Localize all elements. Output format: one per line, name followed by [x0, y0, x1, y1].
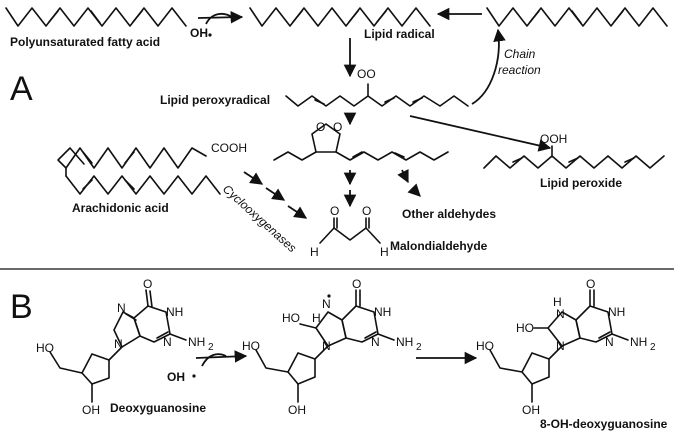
endoperoxide-structure	[273, 123, 449, 161]
pufa-structure	[5, 7, 187, 27]
dg-nh2-sub: 2	[208, 342, 214, 353]
label-8-oh-dg: 8-OH-deoxyguanosine	[540, 417, 668, 431]
label-other-aldehydes: Other aldehydes	[402, 207, 496, 221]
arrow-cox-1	[243, 171, 264, 185]
chain-top-right-structure	[486, 7, 668, 27]
p-o: O	[586, 277, 595, 291]
label-pufa: Polyunsaturated fatty acid	[10, 35, 160, 49]
panel-a-arrows	[197, 7, 552, 219]
arrow-dg-to-intermediate	[195, 350, 248, 363]
panel-b-letter: B	[10, 288, 33, 326]
label-lipid-radical: Lipid radical	[364, 27, 435, 41]
p-ho-8: HO	[516, 321, 534, 335]
oh-attack-curve	[205, 12, 233, 25]
dg-o: O	[143, 277, 152, 291]
int-h: H	[312, 311, 321, 325]
int-ho: HO	[242, 339, 260, 353]
panel-b-arrows	[195, 350, 478, 367]
arachidonic-acid-structure	[57, 147, 221, 195]
p-nh2: NH	[630, 335, 647, 349]
p-n9: N	[556, 339, 565, 353]
8-oh-dg-structure	[489, 289, 629, 403]
int-ho-8: HO	[282, 311, 300, 325]
label-arachidonic: Arachidonic acid	[72, 201, 169, 215]
peroxyradical-structure	[285, 83, 469, 107]
label-deoxyguanosine: Deoxyguanosine	[110, 401, 206, 415]
label-ring-o2: O	[333, 120, 342, 134]
label-ring-o1: O	[316, 120, 325, 134]
dg-n7: N	[117, 301, 126, 315]
int-nh2-sub: 2	[416, 342, 422, 353]
panel-a-letter: A	[10, 70, 33, 108]
label-ald-o2: O	[362, 204, 371, 218]
label-oh-radical-b: OH	[167, 370, 185, 384]
arrow-cox-2	[265, 187, 286, 201]
oh-attack-curve-b	[201, 353, 227, 367]
dg-oh: OH	[82, 403, 100, 417]
p-n7: N	[556, 307, 565, 321]
lipid-peroxide-structure	[483, 145, 665, 169]
arrow-cox-3	[287, 205, 308, 219]
p-nh7: H	[553, 295, 562, 309]
dg-nh: NH	[166, 305, 183, 319]
label-cyclooxygenases: Cyclooxygenases	[220, 182, 299, 255]
oh-radical-dot	[208, 33, 212, 37]
label-oo: OO	[357, 67, 376, 81]
n-radical-dot	[327, 294, 331, 298]
dg-n9: N	[114, 337, 123, 351]
deoxyguanosine-structure	[49, 289, 187, 403]
label-chain: Chain	[504, 47, 536, 61]
dg-ho: HO	[36, 341, 54, 355]
chain-reaction-arrow	[471, 28, 506, 105]
p-n3: N	[605, 335, 614, 349]
label-ald-h1: H	[310, 245, 319, 259]
int-o: O	[352, 277, 361, 291]
label-ald-o1: O	[330, 204, 339, 218]
oh-radical-dot-b	[192, 374, 196, 378]
label-ooh: OOH	[540, 132, 567, 146]
intermediate-structure	[255, 289, 395, 403]
label-reaction: reaction	[498, 63, 541, 77]
label-cooh: COOH	[211, 141, 247, 155]
oo-radical-dot	[349, 69, 353, 73]
arrow-aldehydes-1	[397, 169, 409, 184]
arrow-aldehydes-2	[407, 183, 421, 197]
p-oh: OH	[522, 403, 540, 417]
int-n7: N	[322, 297, 331, 311]
int-nh2: NH	[396, 335, 413, 349]
arrow-pufa-to-radical	[197, 10, 244, 24]
arrow-to-lipid-peroxide	[409, 115, 552, 152]
p-ho: HO	[476, 339, 494, 353]
label-ald-h2: H	[380, 245, 389, 259]
dg-n3: N	[163, 335, 172, 349]
dg-nh2: NH	[188, 335, 205, 349]
label-lipid-peroxide: Lipid peroxide	[540, 176, 622, 190]
label-peroxyradical: Lipid peroxyradical	[160, 93, 270, 107]
int-n3: N	[371, 335, 380, 349]
label-oh-radical: OH	[190, 26, 208, 40]
malondialdehyde-structure	[319, 217, 381, 244]
int-n9: N	[322, 339, 331, 353]
int-oh: OH	[288, 403, 306, 417]
label-malondialdehyde: Malondialdehyde	[390, 239, 488, 253]
lipid-radical-structure	[249, 7, 431, 27]
int-nh: NH	[374, 305, 391, 319]
p-nh: NH	[608, 305, 625, 319]
p-nh2-sub: 2	[650, 342, 656, 353]
